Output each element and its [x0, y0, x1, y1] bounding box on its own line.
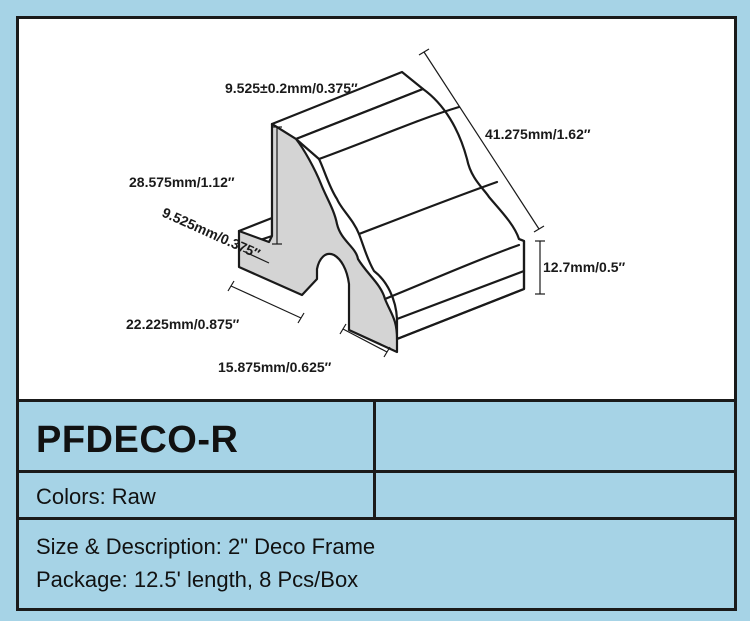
- product-code-row: PFDECO-R: [19, 402, 734, 473]
- dim-right-height: 12.7mm/0.5″: [543, 259, 625, 275]
- product-code-cell: PFDECO-R: [19, 402, 376, 470]
- colors-text: Colors: Raw: [36, 484, 156, 509]
- dim-base-right: 15.875mm/0.625″: [218, 359, 332, 375]
- product-code: PFDECO-R: [36, 419, 239, 461]
- colors-row: Colors: Raw: [19, 473, 734, 520]
- package-text: Package: 12.5' length, 8 Pcs/Box: [36, 567, 359, 592]
- product-info-table: PFDECO-R Colors: Raw Size & Description:…: [19, 399, 734, 608]
- colors-empty-cell: [376, 473, 734, 517]
- dim-base-left: 22.225mm/0.875″: [126, 316, 240, 332]
- colors-cell: Colors: Raw: [19, 473, 376, 517]
- molding-base-front: [395, 237, 526, 341]
- size-description-text: Size & Description: 2" Deco Frame: [36, 534, 376, 559]
- dim-length: 41.275mm/1.62″: [485, 126, 591, 142]
- description-row: Size & Description: 2" Deco Frame Packag…: [19, 520, 734, 608]
- dim-top-width: 9.525±0.2mm/0.375″: [225, 80, 358, 96]
- dim-left-height: 28.575mm/1.12″: [129, 174, 235, 190]
- profile-drawing: 9.525±0.2mm/0.375″ 41.275mm/1.62″ 28.575…: [19, 19, 734, 399]
- product-card: 9.525±0.2mm/0.375″ 41.275mm/1.62″ 28.575…: [16, 16, 737, 611]
- molding-diagram: 9.525±0.2mm/0.375″ 41.275mm/1.62″ 28.575…: [126, 48, 625, 375]
- product-code-empty-cell: [376, 402, 734, 470]
